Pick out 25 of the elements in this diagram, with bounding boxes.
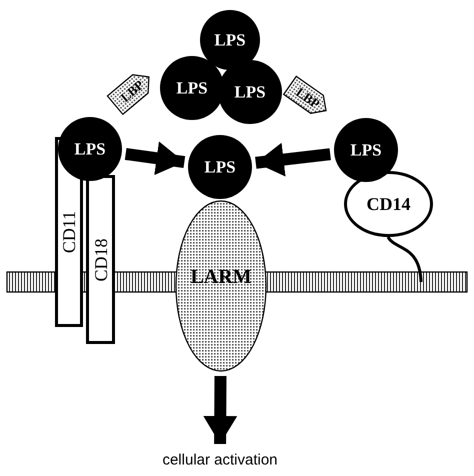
label-text: LPS (350, 142, 382, 158)
label-text: CD18 (92, 238, 110, 281)
label-text: LPS (74, 140, 106, 158)
label-text: CD14 (366, 195, 410, 213)
arrow (124, 141, 186, 176)
label-text: LARM (190, 267, 252, 288)
molecule-circle (58, 117, 122, 181)
label-text: LPS (176, 80, 208, 96)
label-text: CD11 (60, 210, 78, 254)
caption-text: cellular activation (162, 452, 278, 468)
arrow (255, 142, 331, 176)
arrow (203, 376, 238, 444)
label-text: LBP (118, 78, 146, 104)
molecule-circle (200, 10, 260, 70)
receptor-bar (86, 175, 115, 344)
receptor-ellipse (175, 200, 267, 372)
label-text: LBP (294, 85, 322, 111)
label-text: LPS (204, 158, 236, 176)
molecule-circle (218, 60, 282, 124)
label-text: LPS (234, 84, 266, 100)
label-text: LPS (214, 32, 246, 48)
receptor-oval (344, 171, 433, 237)
molecule-circle (334, 118, 398, 182)
molecule-circle (160, 56, 224, 120)
molecule-circle (188, 135, 252, 199)
